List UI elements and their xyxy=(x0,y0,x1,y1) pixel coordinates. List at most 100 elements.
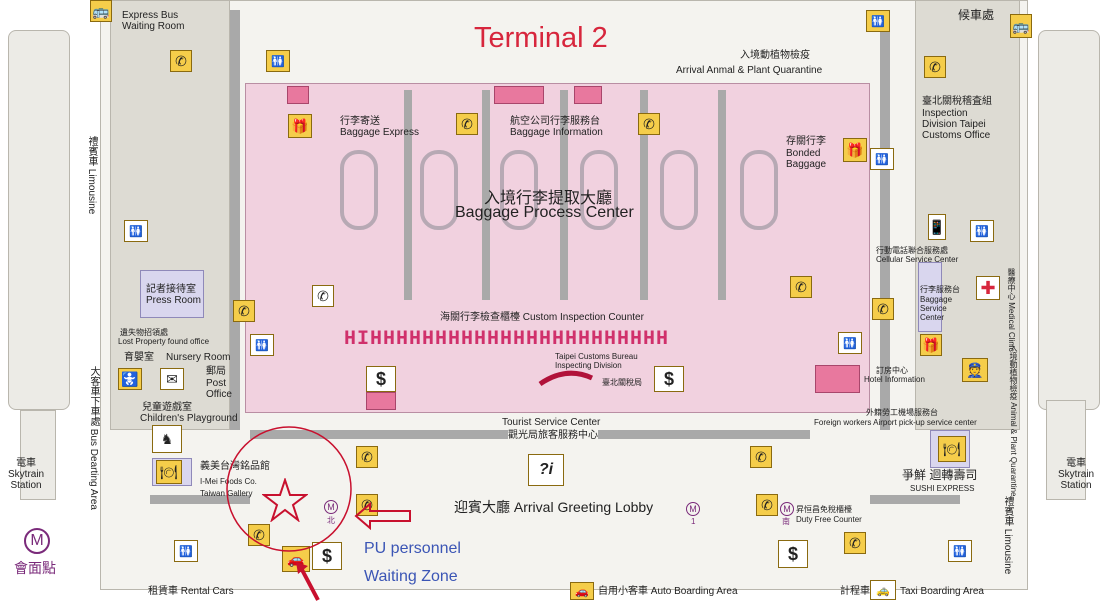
left-building xyxy=(8,30,70,410)
meeting-star-icon xyxy=(262,478,308,522)
press-en: Press Room xyxy=(146,295,202,306)
nursery-en: Nursery Room xyxy=(166,352,231,363)
bus-icon-top-left: 🚌 xyxy=(90,0,112,22)
metro-1-icon: M xyxy=(686,502,700,516)
restroom-icon-right-column: 🚻 xyxy=(970,220,994,242)
playground-horse-icon: ♞ xyxy=(152,425,182,453)
baggage-express-icon: 🎁 xyxy=(288,114,312,138)
pu-line-1: PU personnel xyxy=(364,540,461,557)
customs-bureau-zh: 臺北關稅局 xyxy=(602,378,642,387)
duty-free-en: Duty Free Counter xyxy=(796,515,862,524)
quarantine-en: Arrival Anmal & Plant Quarantine xyxy=(676,65,823,76)
medical-cross-icon: ✚ xyxy=(976,276,1000,300)
baggage-info-zh: 航空公司行李服務台 xyxy=(510,116,600,127)
lower-corridor-right xyxy=(870,495,960,504)
counter-block-5 xyxy=(815,365,860,393)
right-building xyxy=(1038,30,1100,410)
baggage-service-box xyxy=(918,262,942,332)
dollar-sign: $ xyxy=(663,368,674,389)
nursery-icon: 🚼 xyxy=(118,368,142,390)
press-zh: 記者接待室 xyxy=(146,284,196,295)
bonded-zh: 存關行李 xyxy=(786,136,826,147)
metro-1-label: 1 xyxy=(691,517,696,526)
auto-boarding: 自用小客車 Auto Boarding Area xyxy=(598,586,738,597)
restroom-icon-top-2: 🚻 xyxy=(866,10,890,32)
baggage-express-zh: 行李寄送 xyxy=(340,116,380,127)
baggage-carousel-6 xyxy=(740,150,778,230)
dollar-sign: $ xyxy=(375,368,386,389)
flow-arrow-5 xyxy=(718,90,726,300)
customs-bureau-en: Taipei Customs Bureau Inspecting Divisio… xyxy=(555,352,638,370)
foreign-workers-en: Foreign workers Airport pick-up service … xyxy=(814,418,977,427)
sushi-en: SUSHI EXPRESS xyxy=(910,484,975,493)
metro-letter: M xyxy=(327,502,335,512)
restroom-icon-top-1: 🚻 xyxy=(266,50,290,72)
baggage-info-en: Baggage Information xyxy=(510,127,603,138)
customs-office-en: Inspection Division Taipei Customs Offic… xyxy=(922,108,991,141)
north-label: 北 xyxy=(327,516,335,525)
phone-icon-right-hall: ✆ xyxy=(790,276,812,298)
center-en: Baggage Process Center xyxy=(455,204,634,221)
lost-en: Lost Property found office xyxy=(118,337,210,346)
tourist-en: Tourist Service Center xyxy=(502,417,601,428)
phone-icon-lobby-south: ✆ xyxy=(756,494,778,516)
quarantine-zh: 入境動植物檢疫 xyxy=(740,50,810,61)
phone-icon-lobby-right: ✆ xyxy=(750,446,772,468)
flow-arrow-2 xyxy=(482,90,490,300)
skytrain-left: 電車 Skytrain Station xyxy=(8,458,45,491)
south-label: 南 xyxy=(782,517,790,526)
baggage-carousel-4 xyxy=(580,150,618,230)
post-icon: ✉ xyxy=(160,368,184,390)
counter-block-3 xyxy=(574,86,602,104)
baggage-service-en: Baggage Service Center xyxy=(920,295,953,322)
flow-arrow-1 xyxy=(404,90,412,300)
currency-exchange-icon-1: $ xyxy=(366,366,396,392)
waiting-car-label: 候車處 xyxy=(958,8,995,22)
playground-en: Children's Playground xyxy=(140,413,238,424)
baggage-process-hall xyxy=(245,83,870,413)
foreign-workers-zh: 外籍勞工機場服務台 xyxy=(866,408,938,417)
left-skytrain-wall xyxy=(20,410,56,500)
pu-line-2: Waiting Zone xyxy=(364,568,458,585)
medical-clinic: 醫療中心 Medical Clinic xyxy=(1007,268,1016,352)
quarantine-officer-icon: 👮 xyxy=(962,358,988,382)
left-service-column xyxy=(110,0,230,430)
nursery-zh: 育嬰室 xyxy=(124,352,154,363)
customs-curve-marker xyxy=(538,370,594,387)
hotel-en: Hotel Information xyxy=(864,375,925,384)
restroom-icon-bonded: 🚻 xyxy=(870,148,894,170)
vertical-corridor-left xyxy=(230,10,240,430)
restroom-icon-left: 🚻 xyxy=(124,220,148,242)
baggage-service-icon: 🎁 xyxy=(920,334,942,356)
phone-icon-left-corridor: ✆ xyxy=(233,300,255,322)
metro-letter: M xyxy=(783,504,791,514)
limousine-right: 禮賓車 Limousine xyxy=(1002,496,1013,575)
tourist-zh: 觀光局旅客服務中心 xyxy=(508,430,598,441)
pu-waiting-zone-circle xyxy=(226,426,352,552)
phone-icon-right-corridor: ✆ xyxy=(872,298,894,320)
flow-arrow-4 xyxy=(640,90,648,300)
currency-exchange-icon-3: $ xyxy=(312,542,342,570)
counter-block-4 xyxy=(366,392,396,410)
greeting-lobby: 迎賓大廳 Arrival Greeting Lobby xyxy=(454,499,654,515)
bonded-en: Bonded Baggage xyxy=(786,148,827,170)
cellular-zh: 行動電話聯合服務處 xyxy=(876,246,948,255)
currency-exchange-icon-4: $ xyxy=(778,540,808,568)
information-icon: ?i xyxy=(528,454,564,486)
baggage-carousel-3 xyxy=(500,150,538,230)
phone-icon-baggage-express: ✆ xyxy=(456,113,478,135)
currency-exchange-icon-2: $ xyxy=(654,366,684,392)
restroom-icon-left-hall: 🚻 xyxy=(250,334,274,356)
vertical-corridor-right xyxy=(880,10,890,430)
customs-counter-row: HIHHHHHHHHHHHHHHHHHHHHHHH xyxy=(344,328,670,351)
taxi-en: Taxi Boarding Area xyxy=(900,586,984,597)
quarantine-right: 入境動植物檢疫 Animal & Plant Quarantine xyxy=(1009,344,1018,497)
metro-meeting-icon: M xyxy=(24,528,50,554)
center-zh: 入境行李提取大廳 xyxy=(484,190,613,207)
restroom-icon-bottom-left: 🚻 xyxy=(174,540,198,562)
auto-boarding-car-icon: 🚗 xyxy=(570,582,594,600)
lost-zh: 遺失物招領處 xyxy=(120,328,168,337)
baggage-service-zh: 行李服務台 xyxy=(920,285,960,294)
meeting-point-label: 會面點 xyxy=(14,560,56,576)
cellular-en: Cellular Service Center xyxy=(876,255,959,264)
